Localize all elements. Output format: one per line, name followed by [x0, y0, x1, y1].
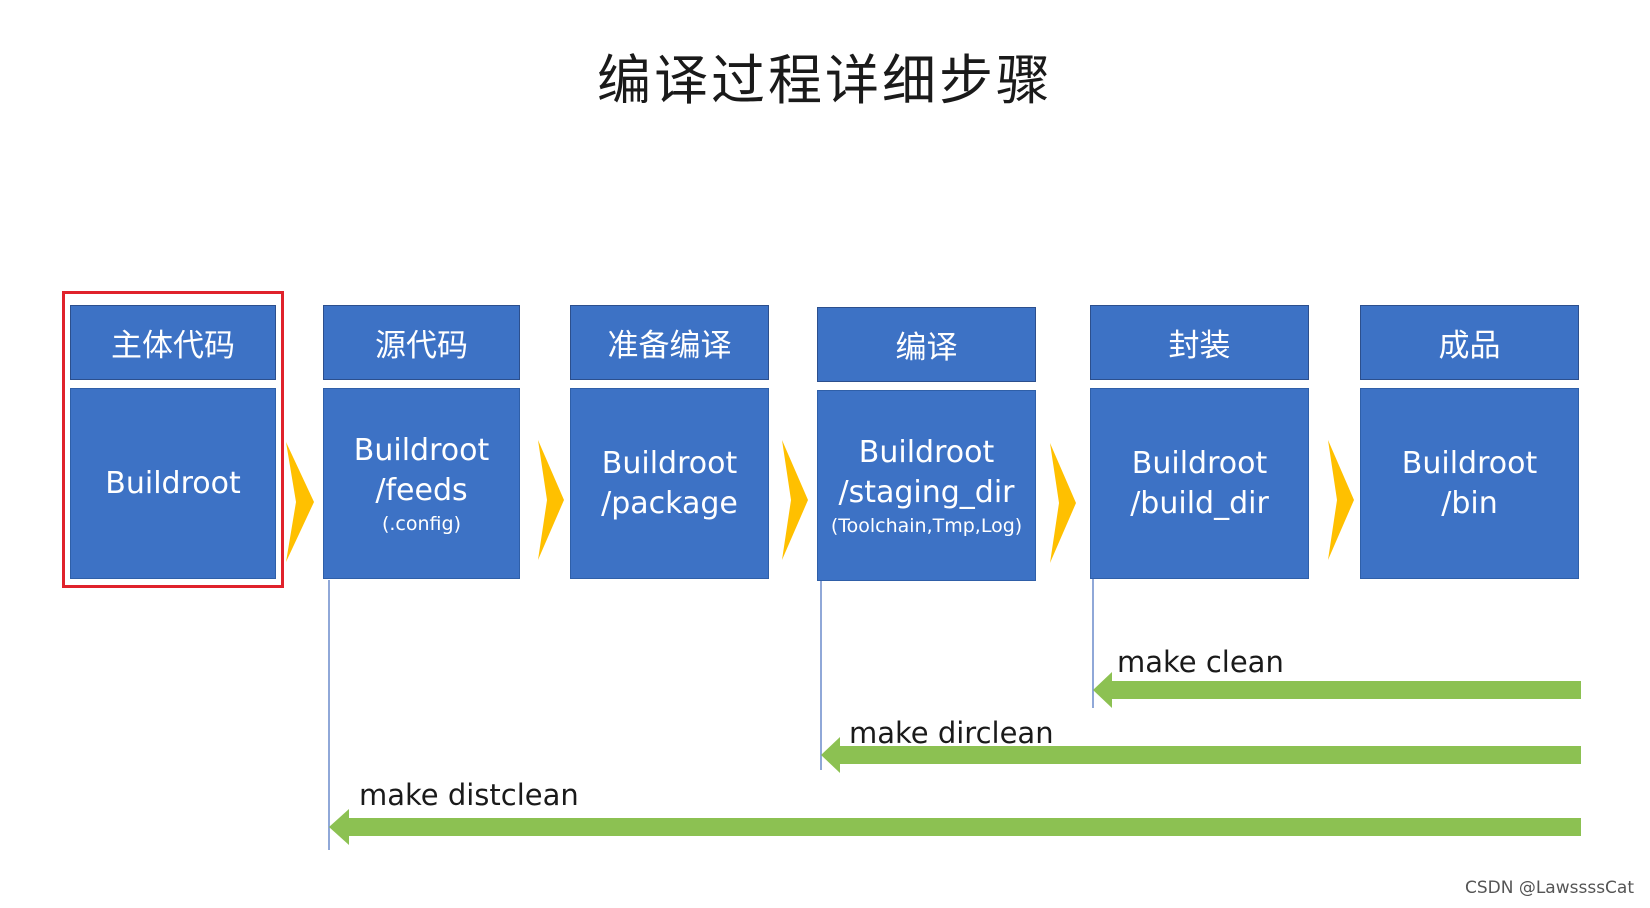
- stage-path-line: Buildroot: [105, 465, 241, 501]
- stage-body: Buildroot /bin: [1360, 388, 1579, 579]
- stage-note: (Toolchain,Tmp,Log): [830, 514, 1023, 537]
- stage-path-line: /build_dir: [1130, 485, 1269, 521]
- stage-path-line: Buildroot: [353, 432, 490, 468]
- stage-path-line: /package: [601, 485, 738, 521]
- chevron-arrow-icon: [1328, 440, 1354, 560]
- stage-note: (.config): [381, 512, 461, 535]
- stage-path-line: Buildroot: [1401, 445, 1538, 481]
- stage-body: Buildroot /build_dir: [1090, 388, 1309, 579]
- make-dirclean-arrow: [821, 737, 1581, 773]
- stage-body: Buildroot /feeds (.config): [323, 388, 520, 579]
- stage-compile: 编译 Buildroot /staging_dir (Toolchain,Tmp…: [817, 307, 1036, 581]
- chevron-arrow-icon: [538, 440, 564, 560]
- stage-body: Buildroot: [70, 388, 276, 579]
- chevron-arrow-icon: [286, 442, 314, 562]
- page-title: 编译过程详细步骤: [597, 49, 1053, 112]
- stage-body: Buildroot /staging_dir (Toolchain,Tmp,Lo…: [817, 390, 1036, 581]
- stage-header: 准备编译: [570, 305, 769, 380]
- stage-product: 成品 Buildroot /bin: [1360, 305, 1579, 579]
- stage-path-line: Buildroot: [601, 445, 738, 481]
- stage-path-line: Buildroot: [1131, 445, 1268, 481]
- chevron-arrow-icon: [1050, 443, 1076, 563]
- stage-prepare-compile: 准备编译 Buildroot /package: [570, 305, 769, 579]
- stage-path-line: Buildroot: [858, 434, 995, 470]
- make-distclean-label: make distclean: [359, 778, 579, 812]
- make-distclean-arrow: [329, 809, 1581, 845]
- make-clean-arrow: [1093, 672, 1581, 708]
- stage-path-line: /bin: [1441, 485, 1498, 521]
- make-dirclean-label: make dirclean: [849, 716, 1054, 750]
- stage-main-code: 主体代码 Buildroot: [70, 305, 276, 579]
- stage-header: 成品: [1360, 305, 1579, 380]
- stage-path-line: /staging_dir: [838, 474, 1015, 510]
- selection-highlight: [62, 291, 284, 588]
- stage-package: 封装 Buildroot /build_dir: [1090, 305, 1309, 579]
- make-clean-label: make clean: [1117, 645, 1284, 679]
- chevron-arrow-icon: [782, 440, 808, 560]
- stage-path-line: /feeds: [375, 472, 468, 508]
- stage-body: Buildroot /package: [570, 388, 769, 579]
- stage-header: 封装: [1090, 305, 1309, 380]
- stage-header: 主体代码: [70, 305, 276, 380]
- watermark: CSDN @LawssssCat: [1464, 878, 1634, 898]
- stage-source-code: 源代码 Buildroot /feeds (.config): [323, 305, 520, 579]
- stage-header: 源代码: [323, 305, 520, 380]
- stage-header: 编译: [817, 307, 1036, 382]
